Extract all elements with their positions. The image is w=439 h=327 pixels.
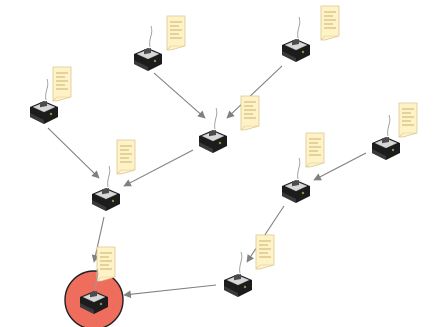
data-sheet-icon — [116, 139, 136, 175]
link-arrow-n1-n6 — [47, 127, 100, 179]
data-sheets-layer — [52, 5, 418, 282]
link-arrow-n7-n8 — [246, 205, 285, 263]
sensor-node-device-icon — [199, 107, 227, 153]
link-arrow-n6-n10 — [91, 216, 105, 263]
link-arrow-n4-n7 — [313, 152, 367, 181]
sink-node-device-icon — [80, 268, 108, 314]
sensor-node-device-icon — [134, 25, 162, 71]
sensor-node-device-icon — [282, 157, 310, 203]
sensor-node-device-icon — [224, 251, 252, 297]
data-sheet-icon — [166, 15, 186, 51]
data-sheet-icon — [96, 246, 116, 282]
link-arrow-n3-n5 — [226, 65, 283, 119]
data-sheet-icon — [52, 66, 72, 102]
data-sheet-icon — [398, 102, 418, 138]
nodes-layer — [30, 16, 400, 314]
data-sheet-icon — [240, 95, 260, 131]
links-layer — [47, 65, 367, 299]
sensor-node-device-icon — [372, 114, 400, 160]
sensor-node-device-icon — [282, 16, 310, 62]
data-sheet-icon — [255, 234, 275, 270]
data-sheet-icon — [305, 132, 325, 168]
link-arrow-n8-n10 — [123, 284, 217, 299]
link-arrow-n2-n5 — [153, 72, 206, 119]
link-arrow-n5-n6 — [123, 149, 194, 187]
sensor-node-device-icon — [92, 165, 120, 211]
sensor-node-device-icon — [30, 78, 58, 124]
data-sheet-icon — [320, 5, 340, 41]
